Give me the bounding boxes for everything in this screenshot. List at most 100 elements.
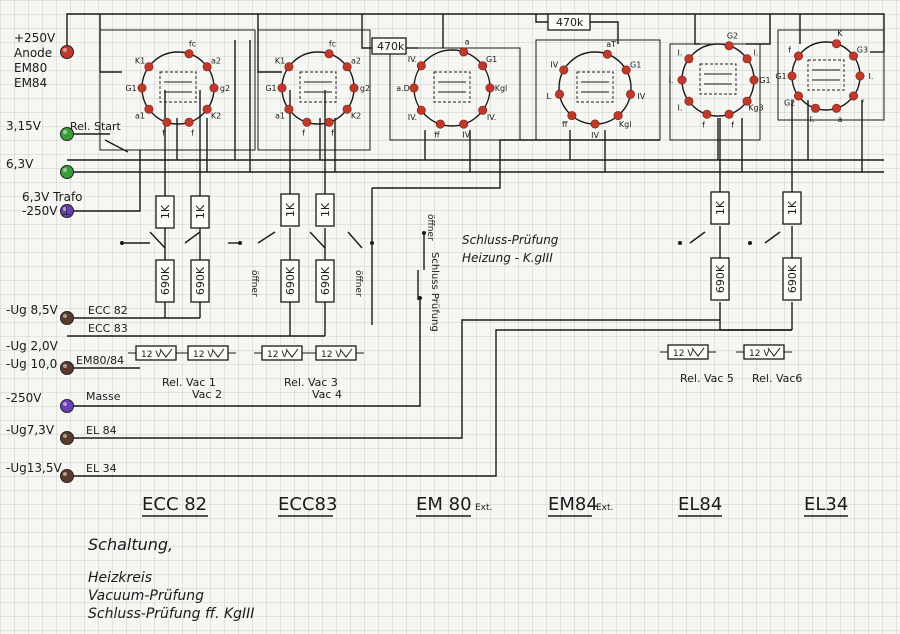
resistor-1k-4: 1K (315, 193, 335, 227)
annotations: Rel. Start ECC 82 ECC 83 EM80/84 Masse E… (70, 120, 802, 475)
terminal-ug20: -Ug 2,0V-Ug 10,0 (6, 339, 74, 375)
tube-pin (324, 117, 334, 127)
tube-pin (202, 62, 212, 72)
resistor-690k-5: 690K (710, 257, 730, 301)
resistor-1k-1-label: 1K (159, 204, 172, 219)
resistor-1k-6-label: 1K (786, 200, 799, 215)
relay-coil-2: 12 V (180, 345, 236, 361)
tube-pin-label: I. (678, 48, 683, 57)
tube-pin (324, 49, 334, 59)
resistor-690k-3-label: 690K (284, 266, 297, 295)
tube-pin (478, 105, 488, 115)
rel-vac1-label: Rel. Vac 1 (162, 376, 216, 389)
tube-pin-label: K (837, 29, 843, 38)
terminal-label: -Ug7,3V (6, 423, 55, 437)
tube-pin (554, 89, 564, 99)
resistor-690k-1-label: 690K (159, 266, 172, 295)
tube-pin-label: K2 (351, 112, 361, 121)
tube-pin (793, 91, 803, 101)
tube-pin (162, 117, 172, 127)
tube-pin-label: I. (810, 115, 815, 124)
tube-pin (284, 104, 294, 114)
notes-block: Schaltung, Heizkreis Vacuum-Prüfung Schl… (88, 535, 254, 622)
tube-pin (277, 83, 287, 93)
tube-pin-label: a2 (351, 56, 361, 65)
resistor-690k-5-label: 690K (714, 264, 727, 293)
resistor-690k-2: 690K (190, 259, 210, 303)
rel-vac6-label: Rel. Vac6 (752, 372, 802, 385)
terminal-label: -250V (6, 391, 42, 405)
resistor-470k-a-label: 470k (377, 40, 405, 53)
tube-pin-label: IV. (408, 113, 417, 122)
tube-pin (342, 104, 352, 114)
notes-title: Schaltung, (88, 535, 173, 554)
tube-pin (184, 117, 194, 127)
resistor-1k-3-label: 1K (284, 202, 297, 217)
rel-vac3-label: Rel. Vac 3 (284, 376, 338, 389)
terminal-label: -Ug 10,0 (6, 357, 57, 371)
tube-title-text: EM84 (548, 494, 598, 515)
terminal-label: -Ug 8,5V (6, 303, 59, 317)
tube-pin-label: K2 (211, 112, 221, 121)
tube-pin (742, 54, 752, 64)
tube-title-suffix: Ext. (475, 503, 492, 513)
notes-line-2: Vacuum-Prüfung (88, 588, 204, 604)
tube-pin (724, 109, 734, 119)
tube-pin (459, 119, 469, 129)
tube-pin (724, 41, 734, 51)
relay-coil-1: 12 V (128, 345, 184, 361)
tube-title-suffix: Ext. (596, 503, 613, 513)
resistor-690k-1: 690K (155, 259, 175, 303)
tube-pin (416, 61, 426, 71)
el34-line-label: EL 34 (86, 462, 117, 475)
tube-pin (684, 96, 694, 106)
tube-pin (137, 83, 147, 93)
resistor-690k-6-label: 690K (786, 264, 799, 293)
tube-pin (478, 61, 488, 71)
resistor-1k-3: 1K (280, 193, 300, 227)
tube-pin-label: f (861, 99, 864, 108)
tube-pin (144, 104, 154, 114)
tube-pin-label: f (702, 121, 705, 130)
tube-pin-label: IV. (462, 131, 471, 140)
tube-pin-label: IV (591, 131, 599, 140)
tube-pin-label: K1 (275, 56, 285, 65)
tube-pin-label: fc (189, 39, 196, 48)
tube-pin (567, 111, 577, 121)
tube-pin-label: G1 (775, 72, 786, 81)
tube-pin (749, 75, 759, 85)
relay-coil-label: 12 V (141, 350, 162, 360)
rel-vac2-label: Vac 2 (192, 388, 222, 401)
terminal-heat315: 3,15V (6, 119, 74, 141)
tube-pin-label: Kg3 (748, 104, 763, 113)
tube-pin (144, 62, 154, 72)
terminal-label: 6,3V (6, 157, 34, 171)
resistor-470k-a: 470k (371, 37, 407, 55)
tube-pin (209, 83, 219, 93)
tube-pin (284, 62, 294, 72)
notes-line-1: Heizkreis (88, 570, 152, 586)
tube-title-text: EM 80 (416, 494, 472, 515)
tube-pin-label: Kgl (619, 120, 632, 129)
tube-pin (810, 103, 820, 113)
tube-pin-label: I. (754, 48, 759, 57)
terminal-label: 3,15V (6, 119, 42, 133)
tube-pin (409, 83, 419, 93)
notes-line-3: Schluss-Prüfung ff. KgIII (88, 606, 254, 622)
tube-pin (416, 105, 426, 115)
tube-pin (590, 119, 600, 129)
oeffner-label-2: öffner (353, 270, 363, 297)
tube-pin-label: f (302, 129, 305, 138)
terminal-label: EM80 (14, 61, 47, 75)
schluss-vertical-label: Schluss Prüfung (429, 252, 440, 332)
tube-pin (485, 83, 495, 93)
terminal-heat63: 6,3V (6, 157, 74, 179)
tube-title-text: EL34 (804, 494, 848, 515)
